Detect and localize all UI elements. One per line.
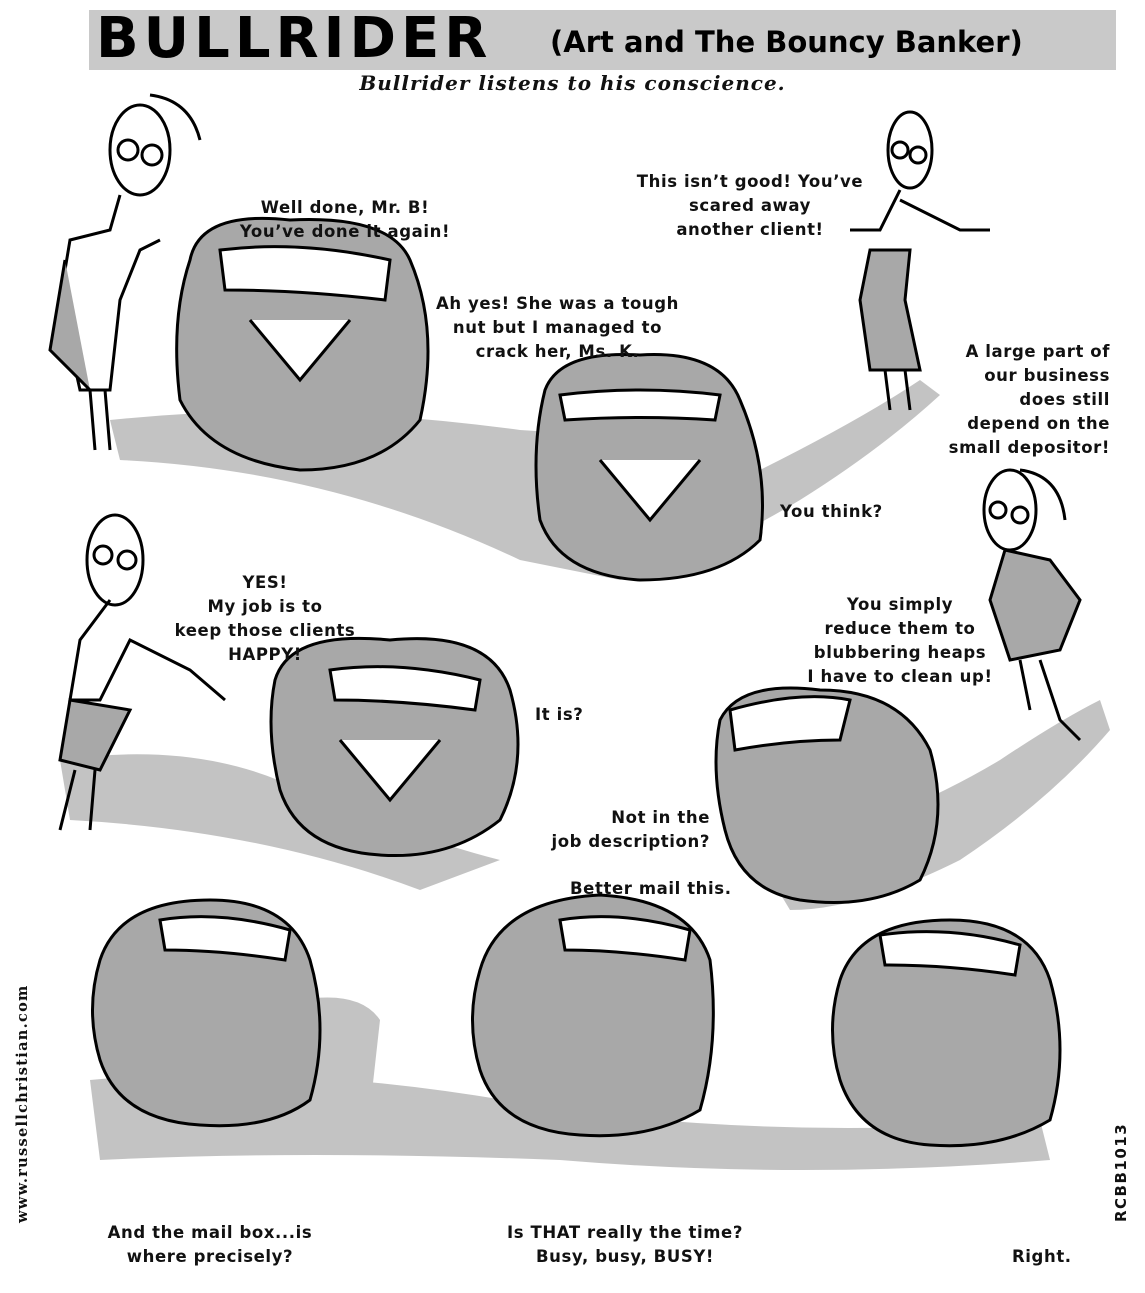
bullrider-figure-1 <box>175 216 430 472</box>
bullrider-figure-2 <box>534 352 764 582</box>
speech-bullrider-mail-this: Better mail this. <box>570 879 732 898</box>
comic-subtitle: (Art and The Bouncy Banker) <box>550 25 1023 59</box>
bullrider-figure-3 <box>269 636 520 858</box>
comic-title: BULLRIDER <box>96 6 493 71</box>
comic-tagline: Bullrider listens to his conscience. <box>359 71 786 95</box>
ms-k-figure-4 <box>982 468 1082 742</box>
artist-website: www.russellchristian.com <box>14 984 31 1223</box>
speech-bullrider-right: Right. <box>1012 1247 1072 1266</box>
comic-code: RCBB1013 <box>1112 1122 1130 1222</box>
bullrider-figure-7 <box>831 918 1062 1148</box>
speech-bullrider-you-think: You think? <box>780 502 883 521</box>
bullrider-figure-5 <box>91 898 322 1128</box>
ms-k-figure-2 <box>850 110 990 411</box>
speech-bullrider-busy: Is THAT really the time?Busy, busy, BUSY… <box>507 1223 743 1266</box>
ms-k-figure-3 <box>58 513 226 831</box>
speech-ms-k-well-done: Well done, Mr. B!You’ve done it again! <box>239 198 451 241</box>
bullrider-figure-6 <box>471 893 715 1138</box>
title-banner <box>89 10 1116 70</box>
comic-illustration <box>48 93 1110 1170</box>
ms-k-figure-1 <box>48 93 202 451</box>
speech-bullrider-it-is: It is? <box>535 705 584 724</box>
bullrider-figure-4 <box>714 686 940 904</box>
